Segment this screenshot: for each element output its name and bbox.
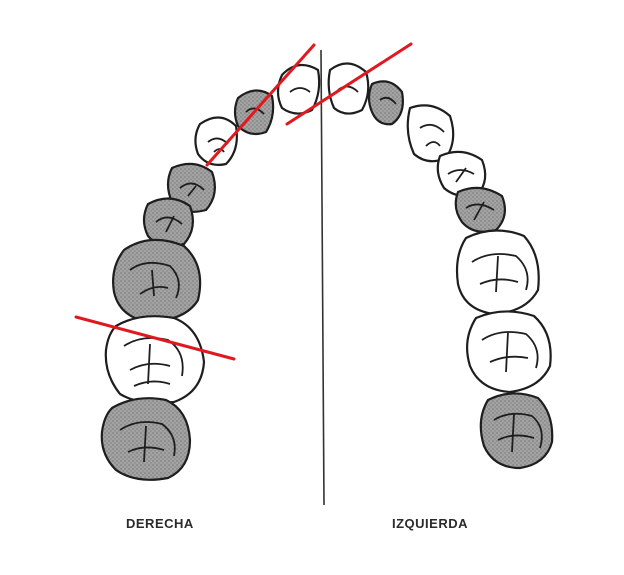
label-right-side: DERECHA [126,516,194,531]
arch-midline [321,50,324,505]
tooth-right-canine [195,117,236,164]
left-quadrant [329,63,553,468]
label-left-side: IZQUIERDA [392,516,468,531]
right-quadrant [102,65,319,480]
tooth-left-lateral-incisor [369,81,403,124]
tooth-right-first-molar [113,240,200,322]
tooth-left-central-incisor [329,63,369,113]
tooth-right-second-premolar [144,198,193,245]
tooth-left-second-molar [467,311,551,392]
